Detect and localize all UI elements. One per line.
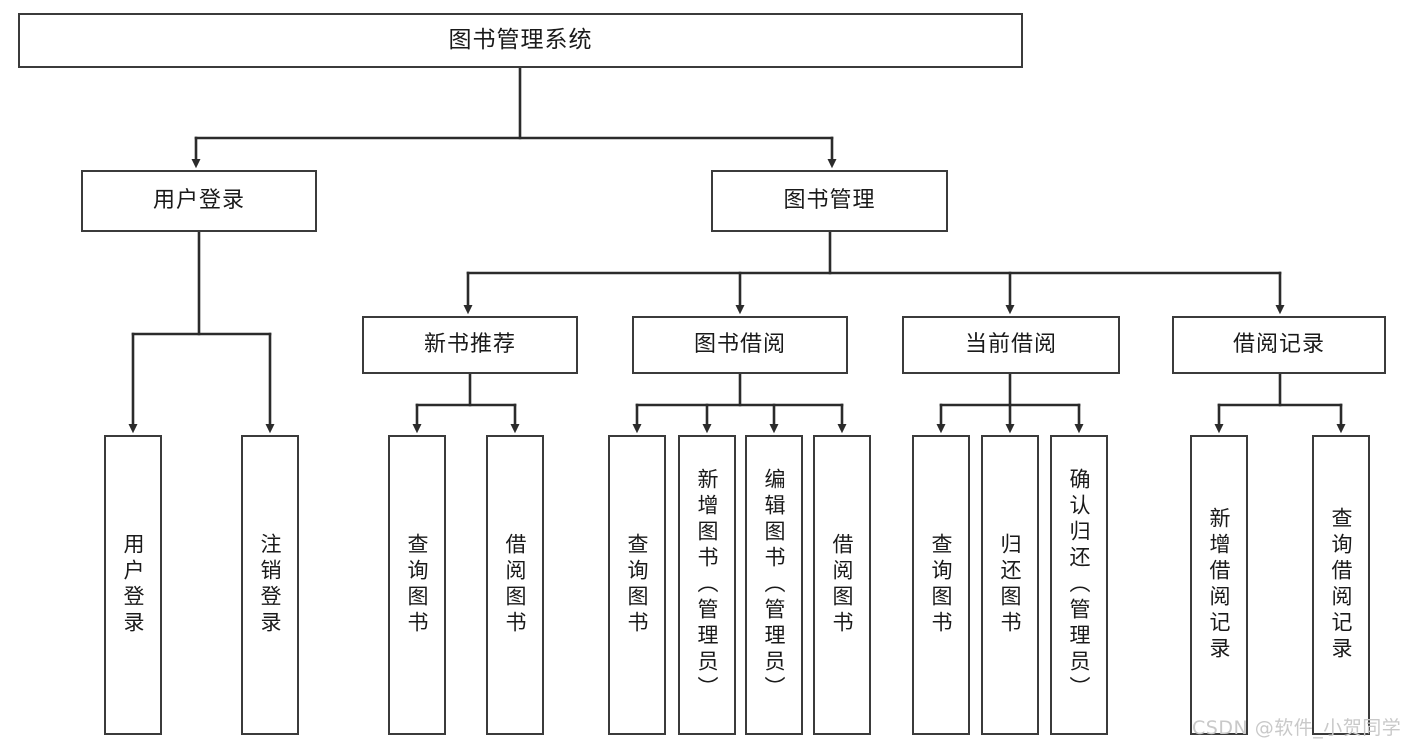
- node-label: 查询图书: [625, 533, 650, 637]
- node-label: 注销登录: [258, 533, 283, 637]
- node-leaf-user-login[interactable]: 用户登录: [104, 435, 162, 735]
- node-label: 查询图书: [929, 533, 954, 637]
- node-leaf-current-query-book[interactable]: 查询图书: [912, 435, 970, 735]
- node-leaf-current-return-book[interactable]: 归还图书: [981, 435, 1039, 735]
- csdn-watermark: CSDN @软件_小贺同学: [1192, 717, 1402, 739]
- node-leaf-user-logout[interactable]: 注销登录: [241, 435, 299, 735]
- node-leaf-record-add[interactable]: 新增借阅记录: [1190, 435, 1248, 735]
- node-label: 新增借阅记录: [1207, 507, 1232, 663]
- node-leaf-recommend-query-book[interactable]: 查询图书: [388, 435, 446, 735]
- node-label: 查询借阅记录: [1329, 507, 1354, 663]
- node-book-manage[interactable]: 图书管理: [711, 170, 948, 232]
- node-new-book-recommend[interactable]: 新书推荐: [362, 316, 578, 374]
- node-leaf-borrow-do-borrow[interactable]: 借阅图书: [813, 435, 871, 735]
- node-current-borrow[interactable]: 当前借阅: [902, 316, 1120, 374]
- node-leaf-borrow-query-book[interactable]: 查询图书: [608, 435, 666, 735]
- node-label: 用户登录: [152, 187, 245, 213]
- node-label: 图书管理系统: [448, 26, 593, 53]
- node-user-login[interactable]: 用户登录: [81, 170, 317, 232]
- node-leaf-recommend-borrow-book[interactable]: 借阅图书: [486, 435, 544, 735]
- node-label: 当前借阅: [964, 331, 1057, 357]
- node-label: 借阅记录: [1232, 331, 1325, 357]
- node-leaf-record-search[interactable]: 查询借阅记录: [1312, 435, 1370, 735]
- node-borrow-record[interactable]: 借阅记录: [1172, 316, 1386, 374]
- node-label: 用户登录: [121, 533, 146, 637]
- node-label: 图书借阅: [693, 331, 786, 357]
- node-leaf-borrow-add-book[interactable]: 新增图书（管理员）: [678, 435, 736, 735]
- node-label: 借阅图书: [830, 533, 855, 637]
- node-label: 新书推荐: [423, 331, 516, 357]
- node-label: 图书管理: [783, 187, 876, 213]
- node-label: 确认归还（管理员）: [1067, 468, 1092, 702]
- node-label: 查询图书: [405, 533, 430, 637]
- node-label: 新增图书（管理员）: [695, 468, 720, 702]
- node-root-system[interactable]: 图书管理系统: [18, 13, 1023, 68]
- node-leaf-borrow-edit-book[interactable]: 编辑图书（管理员）: [745, 435, 803, 735]
- node-book-borrow[interactable]: 图书借阅: [632, 316, 848, 374]
- node-label: 编辑图书（管理员）: [762, 468, 787, 702]
- node-label: 借阅图书: [503, 533, 528, 637]
- node-label: 归还图书: [998, 533, 1023, 637]
- node-leaf-current-confirm-return[interactable]: 确认归还（管理员）: [1050, 435, 1108, 735]
